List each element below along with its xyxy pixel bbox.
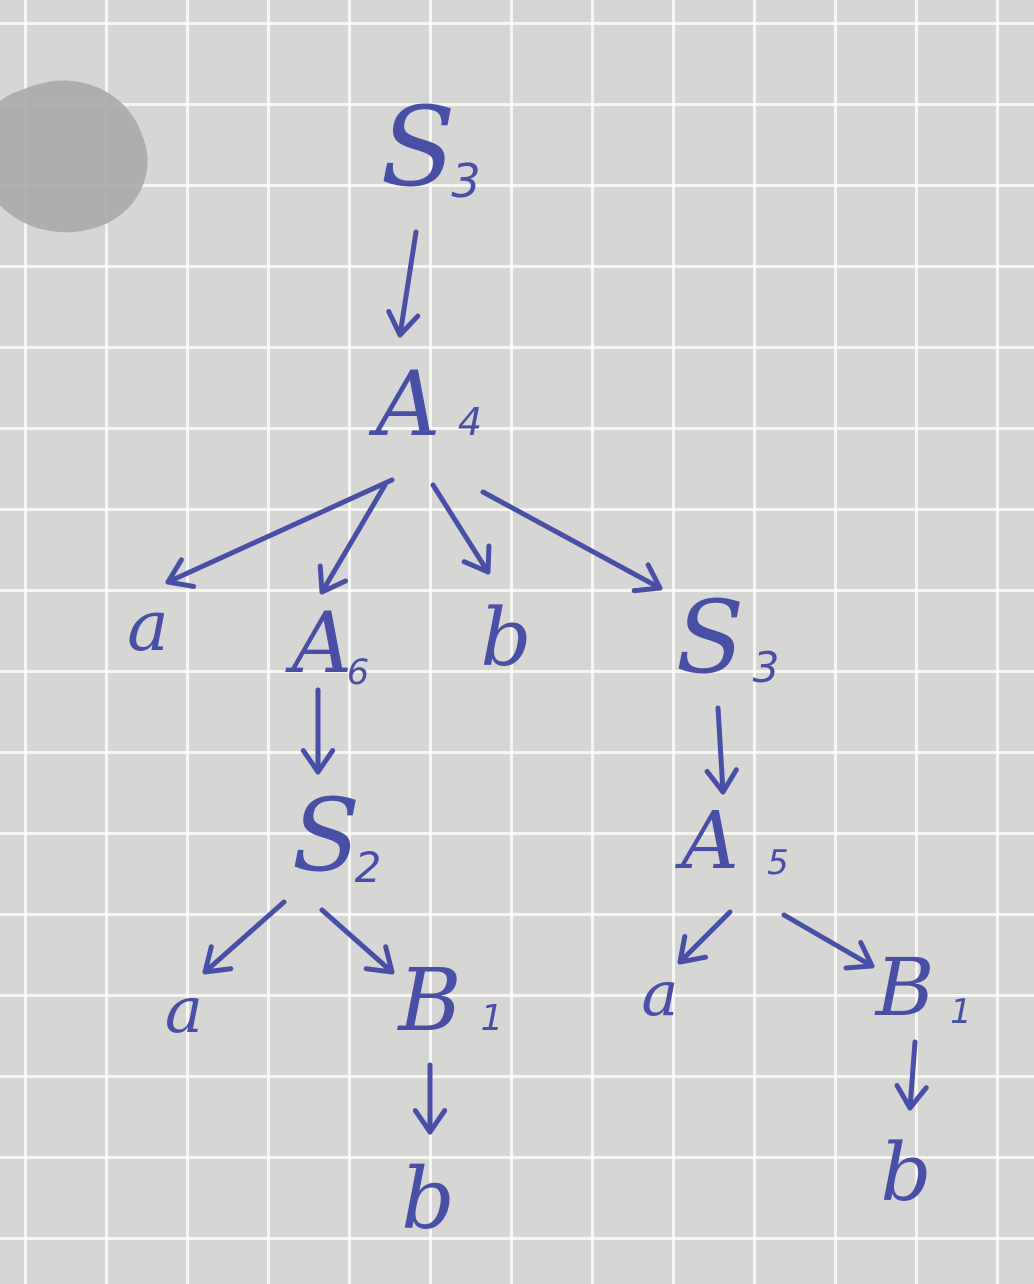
node-subscript: 1 — [481, 998, 504, 1039]
node-subscript: 2 — [355, 843, 382, 892]
arrow-A6-to-S2 — [300, 687, 336, 775]
node-a-left: a — [127, 585, 169, 667]
node-b-right-leaf: b — [880, 1126, 931, 1219]
arrow-shaft — [397, 229, 419, 338]
node-subscript: 4 — [458, 400, 482, 444]
node-label: S — [676, 579, 745, 696]
arrow-A4-to-b-mid — [430, 482, 492, 575]
node-label: B — [396, 951, 461, 1051]
arrow-shaft — [677, 909, 733, 965]
node-label: B — [874, 941, 935, 1034]
arrow-A5-to-a-a5 — [677, 909, 733, 965]
arrow-shaft — [781, 912, 875, 969]
tree-edges — [165, 229, 929, 1135]
arrow-B1-left-to-b-left-leaf — [412, 1062, 448, 1135]
node-S2: S2 — [292, 777, 382, 894]
arrow-head — [894, 1082, 929, 1111]
arrow-head — [412, 1108, 448, 1135]
arrow-shaft — [319, 907, 395, 975]
node-label: b — [480, 591, 531, 684]
arrow-S3-root-to-A4 — [386, 229, 421, 338]
arrow-A4-to-A6 — [317, 482, 388, 595]
node-label: A — [674, 794, 739, 887]
node-a-a5: a — [642, 957, 679, 1030]
arrow-head — [386, 309, 421, 338]
node-S3-root: S3 — [380, 83, 480, 211]
arrow-head — [704, 767, 739, 795]
arrow-head — [317, 563, 349, 595]
arrow-head — [363, 944, 395, 975]
node-subscript: 3 — [451, 154, 480, 208]
arrow-shaft — [165, 477, 395, 585]
arrow-head — [631, 562, 663, 594]
node-label: b — [880, 1126, 931, 1219]
arrow-head — [202, 944, 234, 975]
node-A6: A6 — [285, 594, 369, 693]
node-subscript: 1 — [950, 992, 972, 1032]
node-b-mid: b — [480, 591, 531, 684]
node-subscript: 5 — [767, 843, 789, 883]
node-b-left-leaf: b — [401, 1150, 455, 1248]
arrow-head — [843, 940, 875, 971]
arrow-A5-to-B1-right — [781, 912, 875, 971]
node-subscript: 6 — [347, 653, 369, 693]
node-label: A — [369, 352, 441, 457]
arrow-S2-to-a-s2 — [202, 899, 287, 975]
node-label: A — [285, 594, 353, 692]
arrow-shaft — [202, 899, 287, 975]
arrow-shaft — [480, 489, 663, 591]
node-label: b — [401, 1150, 455, 1248]
arrow-head — [677, 933, 709, 965]
node-label: a — [127, 585, 169, 667]
arrow-A4-to-S3-right — [480, 489, 663, 594]
node-label: S — [292, 777, 361, 894]
node-subscript: 3 — [753, 643, 780, 692]
arrow-shaft — [319, 482, 388, 595]
node-label: a — [642, 957, 679, 1030]
arrow-B1-right-to-b-right-leaf — [894, 1039, 929, 1111]
arrow-S3-right-to-A5 — [704, 705, 739, 795]
arrow-shaft — [907, 1039, 918, 1111]
node-a-s2: a — [165, 974, 203, 1048]
arrow-head — [300, 748, 336, 775]
arrow-shaft — [430, 482, 491, 575]
arrow-head — [165, 557, 197, 589]
node-label: a — [165, 974, 203, 1048]
arrow-head — [461, 543, 492, 575]
arrow-shaft — [715, 705, 726, 795]
arrow-S2-to-B1-left — [319, 907, 395, 975]
arrow-A4-to-a-left — [165, 477, 395, 589]
node-label: S — [380, 83, 455, 211]
